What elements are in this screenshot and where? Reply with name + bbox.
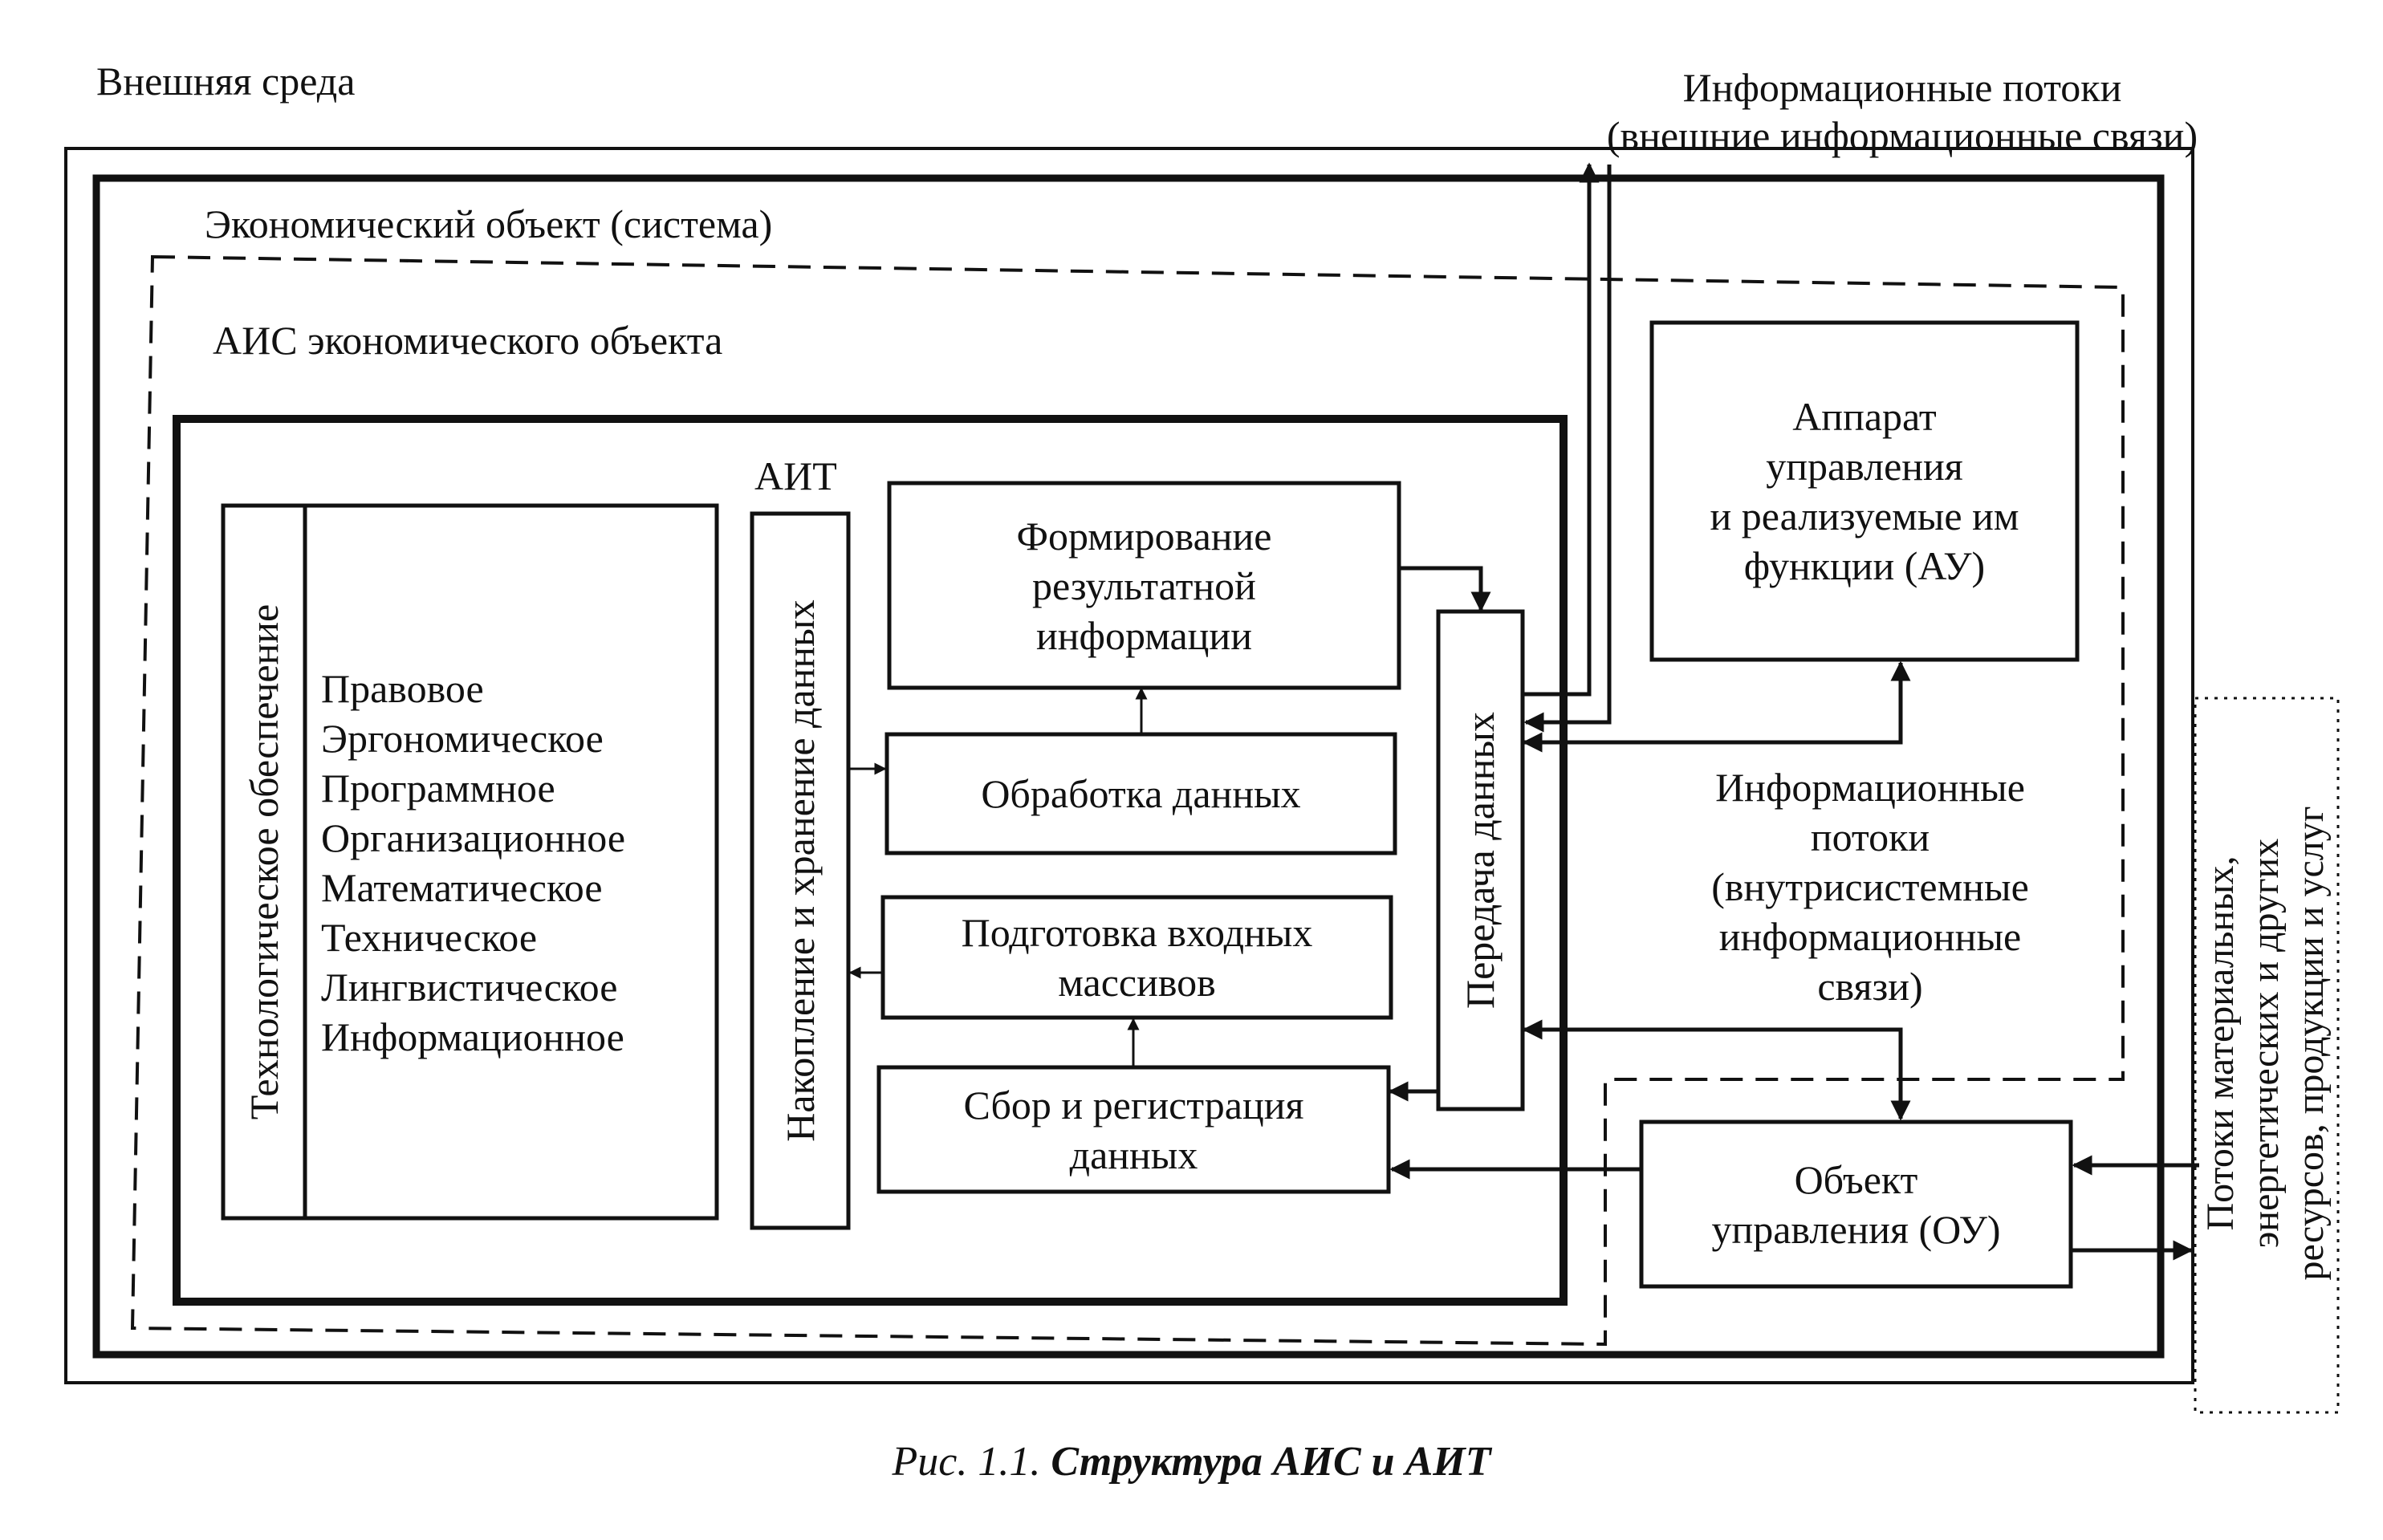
preparation-text: Подготовка входных массивов <box>883 897 1391 1018</box>
internal-info-flows-label: Информационные потоки (внутрисистемные и… <box>1637 758 2103 1015</box>
internal-flows-line: (внутрисистемные <box>1711 864 2029 909</box>
processing-text: Обработка данных <box>887 734 1395 853</box>
external-environment-frame <box>64 147 2194 1384</box>
management-line: и реализуемые им <box>1710 494 2019 538</box>
object-text: Объект управления (ОУ) <box>1641 1122 2071 1286</box>
support-type: Техническое <box>321 915 538 960</box>
accumulation-box <box>750 511 851 1230</box>
accumulation-label: Накопление и хранение данных <box>778 599 823 1142</box>
support-type: Организационное <box>321 815 626 860</box>
ais-label: АИС экономического объекта <box>213 318 723 363</box>
internal-flows-line: связи) <box>1817 964 1923 1009</box>
preparation-line: массивов <box>1058 960 1216 1005</box>
management-line: Аппарат <box>1792 394 1937 439</box>
support-type: Программное <box>321 766 555 811</box>
external-flow-line-in <box>1524 162 1600 697</box>
formation-line: Формирование <box>1016 513 1272 559</box>
processing-line: Обработка данных <box>981 771 1301 816</box>
tech-support-box <box>221 503 719 1221</box>
formation-line: результатной <box>1032 563 1256 608</box>
external-environment-label: Внешняя среда <box>96 59 356 104</box>
formation-line: информации <box>1036 612 1252 658</box>
internal-flows-line: информационные <box>1718 914 2022 959</box>
material-flows-line: энергетических и других <box>2244 838 2287 1249</box>
material-flows-line: Потоки материальных, <box>2199 855 2242 1231</box>
external-info-flows-sublabel: (внешние информационные связи) <box>1606 113 2198 158</box>
internal-flows-line: Информационные <box>1715 765 2025 810</box>
collection-line: данных <box>1069 1132 1198 1177</box>
support-types-list: Правовое Эргономическое Программное Орга… <box>321 664 625 1062</box>
tech-support-label: Технологическое обеспечение <box>242 603 287 1120</box>
arrow-formation-to-transfer <box>1399 566 1491 612</box>
management-text: Аппарат управления и реализуемые им функ… <box>1652 323 2077 660</box>
support-type: Лингвистическое <box>321 965 618 1010</box>
internal-flows-line: потоки <box>1810 815 1930 859</box>
object-line: управления (ОУ) <box>1711 1206 2001 1252</box>
external-info-flows-label: Информационные потоки <box>1682 65 2122 110</box>
collection-text: Сбор и регистрация данных <box>879 1067 1389 1192</box>
ait-frame <box>173 415 1568 1306</box>
arrow-transfer-to-object <box>1522 1019 1911 1121</box>
object-line: Объект <box>1794 1156 1918 1202</box>
collection-line: Сбор и регистрация <box>963 1082 1304 1128</box>
management-line: управления <box>1766 444 1963 489</box>
preparation-box <box>880 895 1393 1020</box>
formation-text: Формирование результатной информации <box>889 483 1399 688</box>
figure-caption: Рис. 1.1. Структура АИС и АИТ <box>0 1436 2383 1488</box>
material-flows-label: Потоки материальных, энергетических и др… <box>2198 807 2333 1281</box>
support-type: Информационное <box>321 1014 624 1059</box>
management-box <box>1649 320 2080 662</box>
economic-object-label: Экономический объект (система) <box>205 201 773 246</box>
material-flows-line: ресурсов, продукции и услуг <box>2289 806 2332 1281</box>
arrow-transfer-to-management <box>1522 660 1911 753</box>
caption-prefix: Рис. 1.1. <box>892 1439 1041 1485</box>
object-box <box>1639 1119 2073 1289</box>
preparation-line: Подготовка входных <box>961 910 1313 955</box>
management-line: функции (АУ) <box>1743 543 1986 588</box>
ait-label: АИТ <box>754 453 837 498</box>
support-type: Эргономическое <box>321 716 604 761</box>
ais-dashed-boundary <box>130 254 2125 1347</box>
economic-object-frame <box>92 174 2165 1359</box>
transfer-label: Передача данных <box>1458 711 1503 1010</box>
support-type: Правовое <box>321 666 484 711</box>
support-type: Математическое <box>321 865 603 910</box>
caption-title: Структура АИС и АИТ <box>1051 1439 1491 1485</box>
